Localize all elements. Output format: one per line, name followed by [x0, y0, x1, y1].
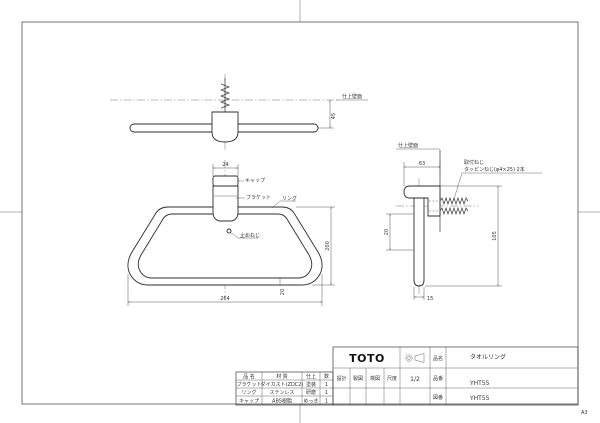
- product-name: タオルリング: [470, 353, 506, 361]
- table-header: 仕上: [306, 373, 316, 380]
- projection-symbol-icon: [405, 353, 425, 363]
- parts-table: 品 名 材 質 仕上 数 ブラケット ダイカスト(ZDC2) 塗装 1 リング …: [235, 371, 334, 406]
- scale-label: 尺度: [387, 375, 397, 382]
- drawing-no-label: 図番: [433, 394, 443, 401]
- leader-set-screw: [229, 231, 258, 239]
- table-cell: 塗装: [306, 381, 316, 388]
- table-cell: めっき: [303, 398, 318, 405]
- label-screw-spec: タッピンねじ(φ4×25) 2本: [464, 166, 525, 173]
- table-header: 品 名: [243, 373, 255, 380]
- table-cell: ダイカスト(ZDC2): [261, 381, 304, 388]
- wall-label: 仕上壁面: [398, 142, 418, 149]
- table-cell: キャップ: [239, 399, 259, 405]
- mounting-screw-icon: [439, 196, 469, 206]
- dim-projection: 63: [419, 161, 425, 167]
- bracket-side: [403, 185, 441, 217]
- table-cell: ブラケット: [236, 381, 261, 388]
- table-row: キャップ ABS樹脂 めっき 1: [239, 398, 328, 405]
- cell-design: 設計: [336, 375, 346, 382]
- dim-ring-thickness: 20: [280, 289, 286, 295]
- bracket-top: [211, 111, 239, 143]
- name-label: 品名: [433, 355, 443, 362]
- table-cell: ABS樹脂: [272, 398, 292, 405]
- table-cell: 1: [325, 390, 328, 396]
- label-ring: リング: [282, 195, 297, 202]
- bracket-body: [212, 185, 239, 222]
- table-cell: 研磨: [306, 389, 316, 396]
- dim-height: 105: [492, 231, 498, 241]
- leader-ring: [271, 200, 296, 209]
- dim-depth: 45: [331, 113, 337, 119]
- dim-ring-depth: 15: [427, 296, 433, 302]
- table-header: 材 質: [276, 373, 288, 380]
- ring-inner: [137, 213, 313, 279]
- cap: [212, 175, 239, 187]
- label-bracket: ブラケット: [246, 194, 271, 201]
- label-screw: 取付ねじ: [464, 159, 484, 166]
- leader-screw: [453, 172, 542, 200]
- table-cell: リング: [241, 389, 256, 396]
- dim-overall-width: 264: [220, 296, 230, 302]
- label-cap: キャップ: [245, 178, 265, 184]
- screw-thread: [220, 83, 230, 109]
- table-row: ブラケット ダイカスト(ZDC2) 塗装 1: [236, 381, 328, 388]
- side-view: 63 105 20 15 仕上壁面 取付ねじ タッピンねじ(φ4×25) 2本: [384, 142, 542, 302]
- product-code: YHT55: [469, 380, 490, 387]
- table-row: リング ステンレス 研磨 1: [241, 389, 328, 396]
- code-label: 品番: [433, 375, 443, 382]
- brand-logo: TOTO: [349, 352, 385, 365]
- table-header: 数: [324, 373, 329, 380]
- dim-overall-height: 200: [325, 241, 331, 251]
- table-cell: ステンレス: [269, 390, 294, 396]
- label-set-screw: 止めねじ: [240, 232, 260, 239]
- dim-offset: 20: [384, 229, 390, 235]
- cell-check: 検図: [370, 375, 380, 382]
- drawing-no: YHT55: [469, 395, 490, 402]
- top-view: 45 仕上壁面: [110, 74, 368, 150]
- sheet-size: A3: [581, 410, 588, 416]
- mounting-screw-icon: [439, 206, 469, 216]
- table-cell: 1: [325, 382, 328, 388]
- title-frame: [332, 346, 579, 406]
- title-block: TOTO 品名 タオルリング 設計 製図 検図 尺度 1/2 品番 YHT55 …: [332, 346, 579, 406]
- table-cell: 1: [325, 399, 328, 405]
- ring-side: [413, 197, 425, 287]
- cell-drafting: 製図: [353, 375, 363, 382]
- front-view: 24 264 200 20 キャップ ブラケット リング 止めねじ: [127, 160, 335, 306]
- dim-bracket-width: 24: [222, 162, 228, 168]
- wall-label: 仕上壁面: [342, 93, 362, 100]
- scale-value: 1/2: [410, 376, 420, 383]
